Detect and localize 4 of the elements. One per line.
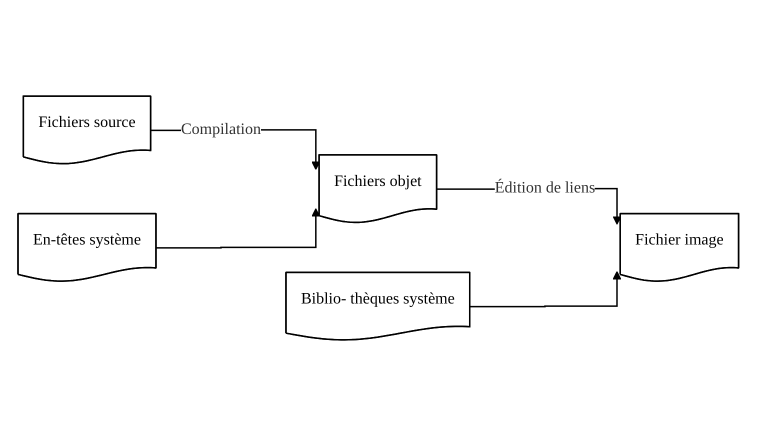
edge-label: Compilation [181, 120, 262, 138]
edge-label: Édition de liens [494, 180, 596, 197]
arrow [470, 270, 622, 308]
arrow [156, 208, 320, 249]
